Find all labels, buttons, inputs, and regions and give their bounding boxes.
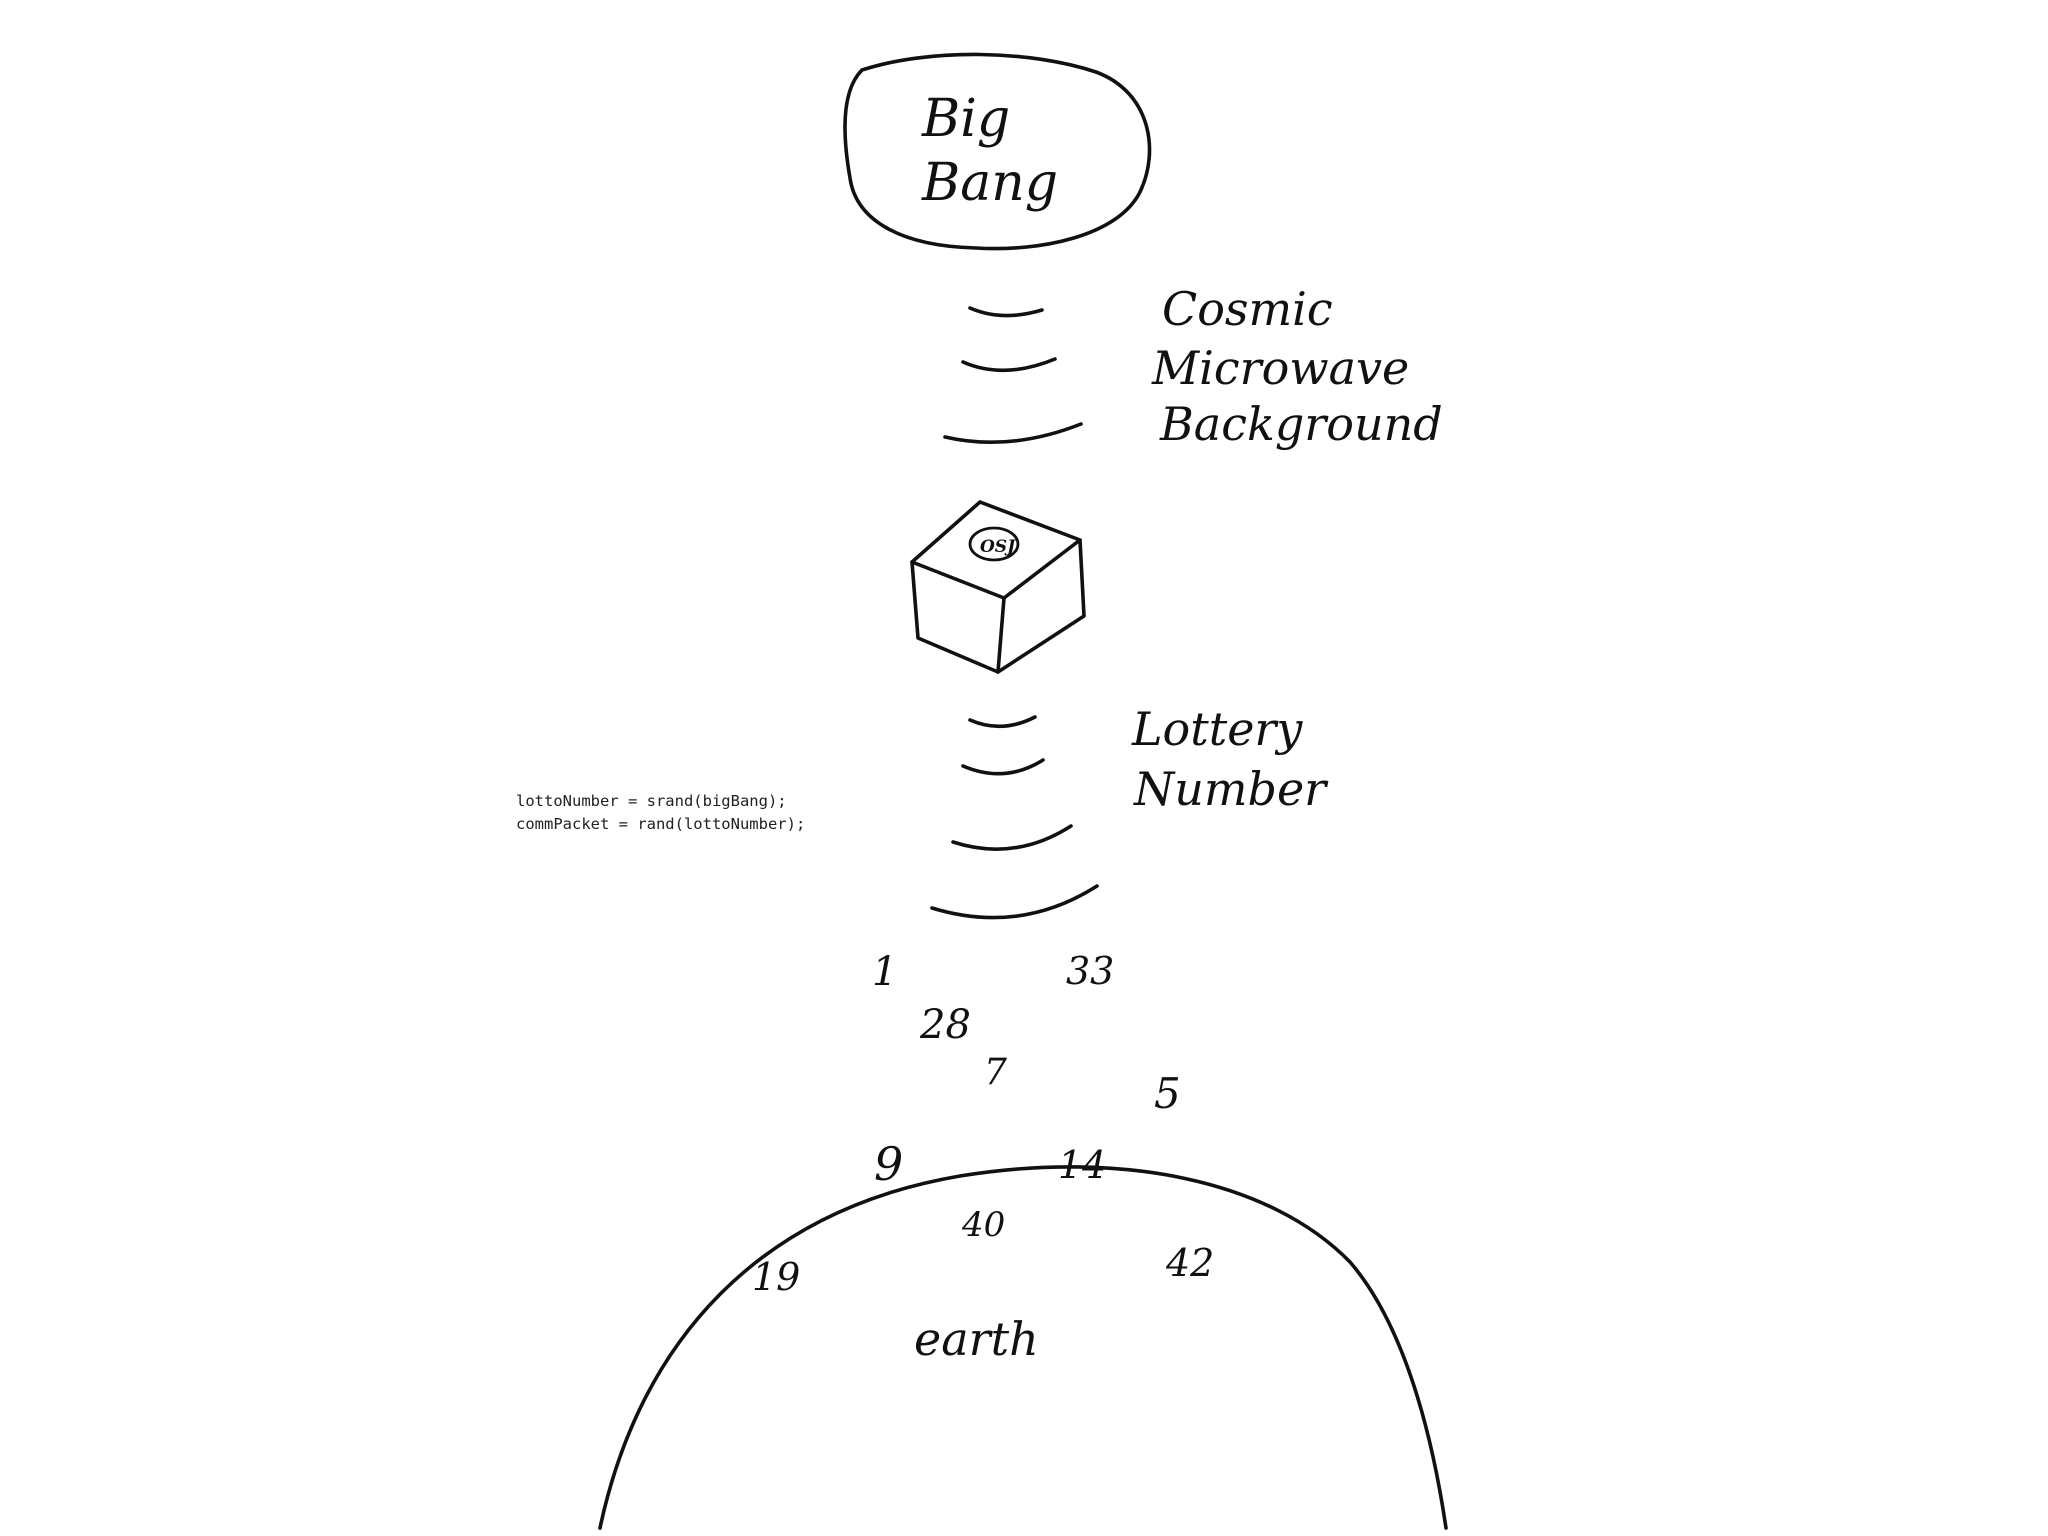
lottery-label-line1: Lottery [1131, 702, 1303, 756]
number-1: 1 [872, 949, 897, 995]
number-5: 5 [1154, 1069, 1181, 1118]
box-logo-text: OSJ [980, 537, 1016, 557]
code-line-1: lottoNumber = srand(bigBang); [516, 792, 787, 810]
number-42: 42 [1165, 1241, 1214, 1285]
earth-label: earth [914, 1312, 1039, 1366]
big-bang-label-line2: Bang [921, 153, 1058, 213]
number-40: 40 [961, 1205, 1005, 1245]
lottery-label-line2: Number [1133, 762, 1329, 816]
number-28: 28 [919, 1002, 971, 1048]
number-14: 14 [1058, 1143, 1106, 1187]
cmb-label-line1: Cosmic [1162, 282, 1333, 336]
cmb-label-line3: Background [1159, 397, 1443, 451]
cmb-label-line2: Microwave [1151, 341, 1409, 395]
cmb-wave-2 [963, 359, 1055, 370]
lottery-wave-4 [932, 886, 1097, 918]
big-bang-label-line1: Big [921, 89, 1010, 149]
lottery-waves [932, 717, 1097, 918]
number-7: 7 [984, 1052, 1007, 1093]
cmb-wave-1 [970, 308, 1042, 316]
number-33: 33 [1066, 949, 1114, 993]
big-bang-circle [845, 54, 1150, 248]
number-9: 9 [874, 1137, 903, 1191]
code-line-2: commPacket = rand(lottoNumber); [516, 815, 805, 833]
lottery-wave-3 [953, 826, 1071, 849]
lottery-box-icon: OSJ [912, 502, 1084, 672]
lottery-numbers: 1 33 28 7 5 9 14 40 19 42 [752, 949, 1214, 1299]
lottery-wave-1 [970, 717, 1035, 726]
lottery-wave-2 [963, 760, 1043, 774]
cmb-wave-3 [945, 424, 1081, 442]
cmb-waves [945, 308, 1081, 442]
